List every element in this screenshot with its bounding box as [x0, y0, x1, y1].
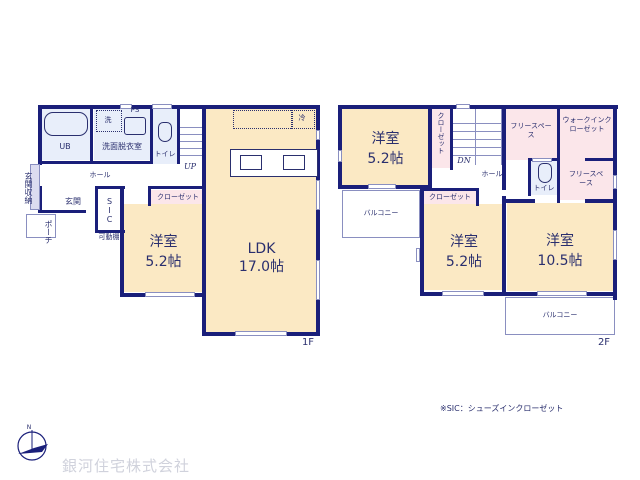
walk-in-closet-label: ウォークインクローゼット — [562, 116, 612, 133]
balcony-1-label: バルコニー — [363, 209, 399, 217]
toilet-icon-2f — [538, 163, 552, 183]
balcony-2 — [505, 297, 615, 335]
western-room-2f-a-name: 洋室 — [371, 131, 400, 147]
genkan-label: 玄関 — [65, 197, 81, 206]
washer-outline — [96, 110, 122, 132]
staircase-2f — [453, 109, 502, 165]
stair-hall-2f — [452, 108, 502, 188]
counter-icon — [230, 149, 318, 177]
closet-label-1f: クローゼット — [157, 193, 199, 201]
hall-label-1f: ホール — [89, 171, 111, 179]
western-room-1f-size: 5.2帖 — [145, 254, 182, 270]
free-space-1 — [505, 108, 557, 160]
toilet-icon — [158, 122, 172, 142]
western-room-2f-b-size: 5.2帖 — [445, 254, 483, 270]
compass-icon — [17, 430, 48, 461]
cupboard-outline — [233, 110, 293, 129]
stove-icon — [283, 155, 305, 170]
closet-1f — [150, 190, 205, 204]
sink-icon — [240, 155, 262, 170]
western-room-2f-c-name: 洋室 — [546, 233, 574, 249]
floor-label-1f: 1F — [301, 337, 315, 348]
company-name: 銀河住宅株式会社 — [62, 457, 191, 475]
compass-north-label: N — [26, 424, 32, 431]
western-room-2f-b — [424, 204, 504, 290]
sic-footnote: ※SIC：シューズインクローゼット — [440, 404, 564, 413]
genkan-storage-label: 玄関収納 — [24, 172, 33, 204]
western-room-2f-c — [507, 203, 613, 291]
free-space-1-label: フリースペース — [510, 122, 552, 139]
floor-label-2f: 2F — [597, 337, 611, 348]
toilet-label-1f: トイレ — [154, 150, 176, 158]
ub-label: UB — [59, 142, 71, 151]
western-room-2f-b-name: 洋室 — [450, 234, 478, 250]
washer-label: 洗 — [104, 116, 112, 124]
western-room-2f-c-size: 10.5帖 — [537, 253, 583, 269]
ldk-room — [205, 108, 318, 334]
sic-label: SIC — [105, 197, 114, 224]
dn-label: DN — [457, 156, 471, 165]
fridge-outline — [291, 110, 315, 129]
western-room-2f-a — [342, 108, 429, 186]
staircase-1f — [180, 109, 202, 164]
balcony-2-label: バルコニー — [542, 311, 578, 319]
walk-in-closet — [560, 108, 613, 160]
hall-1f — [40, 164, 205, 186]
western-room-1f — [122, 204, 205, 292]
bathtub-icon — [44, 112, 88, 136]
up-label: UP — [183, 162, 197, 171]
balcony-1 — [342, 190, 420, 238]
western-room-2f-a-size: 5.2帖 — [367, 151, 404, 167]
dressing-room-label: 洗面脱衣室 — [102, 142, 142, 151]
closet-2f-vertical-label: クローゼット — [437, 112, 445, 154]
toilet-label-2f: トイレ — [533, 184, 555, 192]
hall-label-2f: ホール — [481, 170, 503, 178]
fridge-label: 冷 — [298, 114, 306, 122]
closet-2f-b-label: クローゼット — [429, 193, 471, 201]
ldk-name: LDK — [247, 241, 276, 257]
closet-2f-b — [424, 191, 476, 204]
ps-label: PS — [130, 106, 140, 114]
closet-2f-vertical — [432, 108, 450, 168]
movable-shelf-label: 可動棚 — [98, 233, 120, 241]
washbasin-icon — [124, 117, 146, 135]
ldk-size: 17.0帖 — [238, 259, 285, 275]
free-space-2 — [560, 160, 613, 200]
free-space-2-label: フリースペース — [568, 170, 604, 187]
porch-label: ポーチ — [44, 220, 53, 244]
western-room-1f-name: 洋室 — [149, 234, 178, 250]
